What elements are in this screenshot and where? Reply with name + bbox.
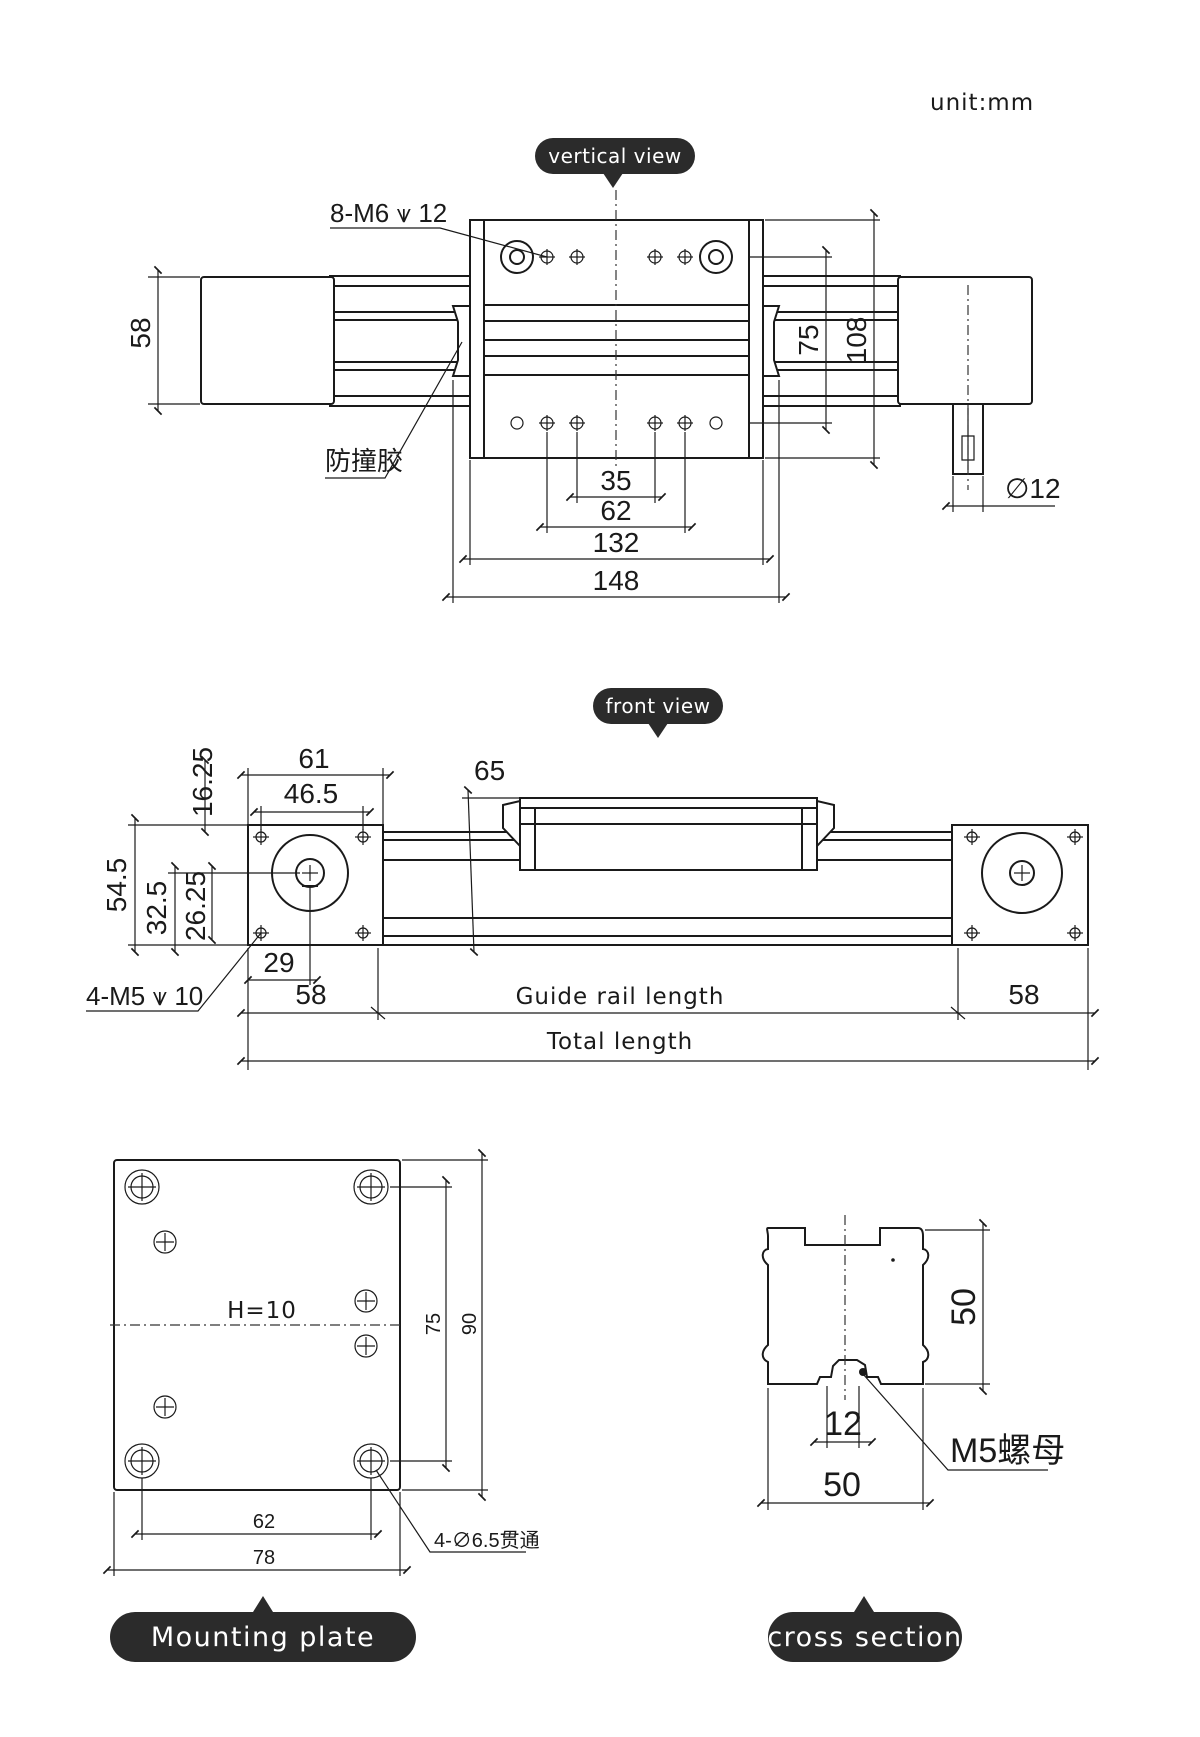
vertical-holes-callout: 8-M6 ⩛ 12: [330, 198, 447, 228]
unit-label: unit:mm: [930, 90, 1034, 116]
front-view-pill: front view: [593, 688, 723, 738]
cross-section-label: cross section: [767, 1622, 962, 1653]
fv-dim-46-5: 46.5: [284, 778, 339, 809]
mp-dim-75: 75: [423, 1313, 445, 1335]
front-view-label: front view: [606, 694, 711, 718]
total-length-label: Total length: [546, 1029, 693, 1055]
vv-dim-132: 132: [593, 527, 640, 558]
bumper-callout: 防撞胶: [325, 446, 403, 476]
vertical-view: vertical view: [125, 138, 1061, 603]
cs-dim-12: 12: [824, 1405, 862, 1443]
mp-dim-62: 62: [253, 1511, 275, 1533]
vv-dim-58: 58: [125, 317, 156, 348]
guide-rail-length-label: Guide rail length: [516, 984, 725, 1010]
mp-dim-78: 78: [253, 1547, 275, 1569]
cross-section-pill: cross section: [767, 1596, 962, 1662]
fv-dim-58-left: 58: [295, 979, 326, 1010]
mounting-plate-view: H=10 75 90 62 78 4-∅6.5贯通: [102, 1148, 540, 1662]
fv-dim-61: 61: [298, 743, 329, 774]
fv-dim-26-25: 26.25: [180, 871, 211, 941]
cs-dim-50-width: 50: [823, 1466, 861, 1504]
vv-dim-62: 62: [600, 495, 631, 526]
fv-dim-29: 29: [263, 947, 294, 978]
cs-dim-50-height: 50: [945, 1288, 983, 1326]
fv-dim-32-5: 32.5: [141, 881, 172, 936]
cross-section-view: 50 12 50 M5螺母 cross section: [756, 1215, 1065, 1662]
fv-dim-54-5: 54.5: [101, 858, 132, 913]
fv-dim-58-right: 58: [1008, 979, 1039, 1010]
front-view: front view: [86, 688, 1100, 1070]
vv-dim-shaft: ∅12: [1005, 473, 1061, 504]
vv-dim-35: 35: [600, 465, 631, 496]
vertical-view-pill: vertical view: [535, 138, 695, 188]
fv-dim-16-25: 16.25: [187, 747, 218, 817]
vv-dim-148: 148: [593, 565, 640, 596]
vertical-view-label: vertical view: [548, 144, 681, 168]
mounting-plate-label: Mounting plate: [151, 1622, 375, 1653]
mp-holes-callout: 4-∅6.5贯通: [434, 1529, 540, 1552]
cs-nut-callout: M5螺母: [950, 1432, 1065, 1470]
plate-thickness: H=10: [227, 1298, 297, 1324]
fv-dim-65: 65: [474, 755, 505, 786]
vv-dim-75: 75: [793, 324, 824, 355]
fv-holes-callout: 4-M5 ⩛ 10: [86, 981, 203, 1011]
mounting-plate-pill: Mounting plate: [110, 1596, 416, 1662]
vv-dim-108: 108: [841, 317, 872, 364]
mp-dim-90: 90: [459, 1313, 481, 1335]
